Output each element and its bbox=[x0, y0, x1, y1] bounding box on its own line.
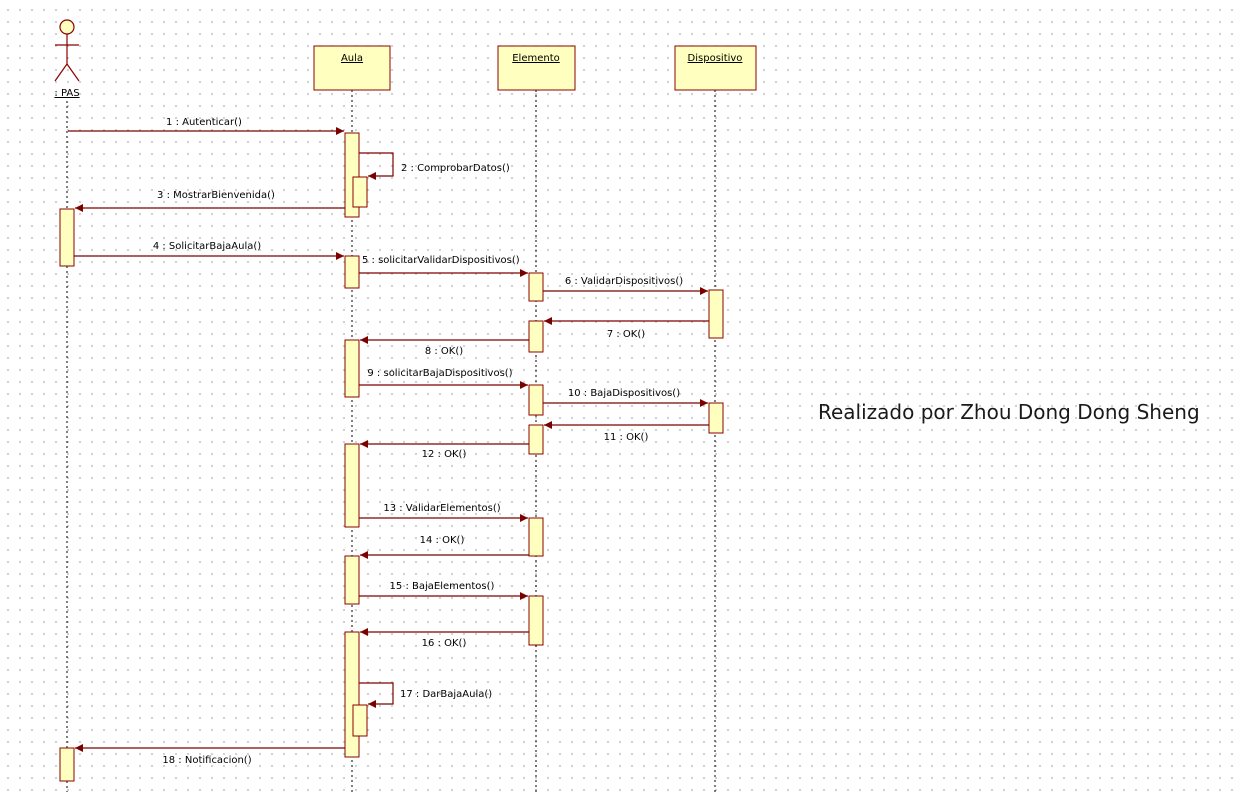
message-5-label: 5 : solicitarValidarDispositivos() bbox=[362, 255, 520, 266]
message-1-label: 1 : Autenticar() bbox=[166, 117, 242, 128]
object-dispositivo[interactable]: Dispositivo bbox=[674, 45, 757, 91]
object-elemento[interactable]: Elemento bbox=[497, 45, 576, 91]
activation-elemento-6[interactable] bbox=[528, 595, 544, 646]
activation-aula-3[interactable] bbox=[344, 339, 360, 398]
actor-figure-icon bbox=[54, 19, 80, 82]
activation-aula-4[interactable] bbox=[344, 443, 360, 528]
object-elemento-label: Elemento bbox=[512, 53, 560, 64]
author-credit: Realizado por Zhou Dong Dong Sheng bbox=[818, 400, 1200, 424]
message-15-label: 15 : BajaElementos() bbox=[390, 581, 495, 592]
message-7-label: 7 : OK() bbox=[607, 329, 645, 340]
activation-aula-self-1[interactable] bbox=[352, 176, 368, 208]
message-13-label: 13 : ValidarElementos() bbox=[383, 503, 500, 514]
message-11-label: 11 : OK() bbox=[604, 432, 649, 443]
message-17-arrow[interactable] bbox=[359, 682, 394, 708]
message-17-label: 17 : DarBajaAula() bbox=[400, 689, 492, 700]
message-8-label: 8 : OK() bbox=[425, 346, 463, 357]
activation-elemento-3[interactable] bbox=[528, 384, 544, 416]
activation-actor-1[interactable] bbox=[59, 208, 75, 267]
activation-aula-5[interactable] bbox=[344, 555, 360, 605]
activation-elemento-4[interactable] bbox=[528, 424, 544, 455]
message-14-label: 14 : OK() bbox=[420, 535, 465, 546]
object-aula[interactable]: Aula bbox=[313, 45, 391, 91]
message-12-label: 12 : OK() bbox=[422, 449, 467, 460]
message-2-arrow[interactable] bbox=[359, 152, 394, 180]
message-16-label: 16 : OK() bbox=[422, 638, 467, 649]
message-3-label: 3 : MostrarBienvenida() bbox=[157, 190, 275, 201]
message-6-label: 6 : ValidarDispositivos() bbox=[565, 276, 683, 287]
activation-aula-6[interactable] bbox=[344, 631, 360, 758]
message-10-label: 10 : BajaDispositivos() bbox=[568, 388, 680, 399]
actor-label: : PAS bbox=[54, 88, 79, 99]
activation-elemento-1[interactable] bbox=[528, 272, 544, 302]
message-18-label: 18 : Notificacion() bbox=[162, 755, 251, 766]
activation-elemento-5[interactable] bbox=[528, 517, 544, 557]
object-dispositivo-label: Dispositivo bbox=[688, 53, 743, 64]
activation-dispositivo-2[interactable] bbox=[708, 402, 724, 434]
activation-dispositivo-1[interactable] bbox=[708, 289, 724, 339]
activation-actor-2[interactable] bbox=[59, 747, 75, 782]
object-aula-label: Aula bbox=[341, 53, 363, 64]
activation-aula-self-2[interactable] bbox=[352, 704, 368, 737]
message-9-label: 9 : solicitarBajaDispositivos() bbox=[367, 368, 512, 379]
activation-aula-2[interactable] bbox=[344, 255, 360, 289]
message-4-label: 4 : SolicitarBajaAula() bbox=[153, 241, 261, 252]
actor-pas[interactable]: : PAS bbox=[54, 19, 80, 99]
activation-elemento-2[interactable] bbox=[528, 320, 544, 353]
message-2-label: 2 : ComprobarDatos() bbox=[401, 163, 510, 174]
